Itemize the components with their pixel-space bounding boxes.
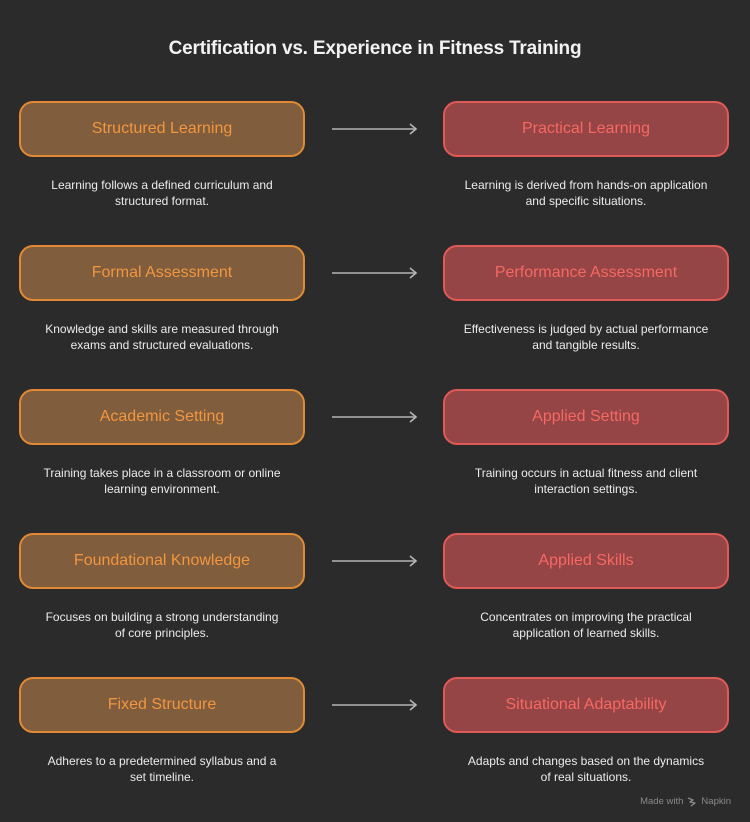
desc-line: and specific situations. <box>525 194 647 208</box>
experience-box: Performance Assessment <box>443 245 729 301</box>
experience-box: Situational Adaptability <box>443 677 729 733</box>
arrow-right-icon <box>332 267 418 279</box>
experience-box: Applied Skills <box>443 533 729 589</box>
arrow-right-icon <box>332 555 418 567</box>
desc-line: Adheres to a predetermined syllabus and … <box>47 754 277 768</box>
experience-description: Adapts and changes based on the dynamics… <box>443 753 729 785</box>
experience-box: Practical Learning <box>443 101 729 157</box>
comparison-row: Fixed Structure Situational Adaptability… <box>0 677 750 807</box>
comparison-row: Formal Assessment Performance Assessment… <box>0 245 750 375</box>
certification-box: Formal Assessment <box>19 245 305 301</box>
experience-description: Training occurs in actual fitness and cl… <box>443 465 729 497</box>
desc-line: Knowledge and skills are measured throug… <box>45 322 279 336</box>
comparison-row: Structured Learning Practical Learning L… <box>0 101 750 231</box>
desc-line: set timeline. <box>129 770 195 784</box>
made-with-napkin-badge[interactable]: Made with Napkin <box>640 796 731 807</box>
certification-description: Training takes place in a classroom or o… <box>19 465 305 497</box>
napkin-logo-icon <box>688 796 697 807</box>
comparison-row: Academic Setting Applied Setting Trainin… <box>0 389 750 519</box>
certification-box: Structured Learning <box>19 101 305 157</box>
certification-box: Academic Setting <box>19 389 305 445</box>
experience-description: Learning is derived from hands-on applic… <box>443 177 729 209</box>
desc-line: structured format. <box>114 194 210 208</box>
experience-description: Concentrates on improving the practical a… <box>443 609 729 641</box>
experience-description: Effectiveness is judged by actual perfor… <box>443 321 729 353</box>
comparison-row: Foundational Knowledge Applied Skills Fo… <box>0 533 750 663</box>
desc-line: of core principles. <box>114 626 210 640</box>
desc-line: and tangible results. <box>532 338 640 352</box>
arrow-right-icon <box>332 123 418 135</box>
desc-line: Effectiveness is judged by actual perfor… <box>463 322 709 336</box>
diagram-title: Certification vs. Experience in Fitness … <box>168 38 582 59</box>
made-with-label: Made with <box>640 796 684 807</box>
desc-line: interaction settings. <box>534 482 638 496</box>
arrow-right-icon <box>332 411 418 423</box>
certification-description: Focuses on building a strong understandi… <box>19 609 305 641</box>
desc-line: Learning follows a defined curriculum an… <box>51 178 273 192</box>
experience-box: Applied Setting <box>443 389 729 445</box>
arrow-right-icon <box>332 699 418 711</box>
desc-line: Training takes place in a classroom or o… <box>43 466 281 480</box>
napkin-brand-label: Napkin <box>701 796 731 807</box>
certification-description: Learning follows a defined curriculum an… <box>19 177 305 209</box>
desc-line: learning environment. <box>104 482 220 496</box>
desc-line: Focuses on building a strong understandi… <box>45 610 279 624</box>
desc-line: application of learned skills. <box>512 626 660 640</box>
desc-line: Learning is derived from hands-on applic… <box>464 178 708 192</box>
desc-line: of real situations. <box>540 770 632 784</box>
certification-description: Adheres to a predetermined syllabus and … <box>19 753 305 785</box>
certification-description: Knowledge and skills are measured throug… <box>19 321 305 353</box>
desc-line: Concentrates on improving the practical <box>480 610 692 624</box>
desc-line: Adapts and changes based on the dynamics <box>467 754 705 768</box>
desc-line: exams and structured evaluations. <box>70 338 254 352</box>
certification-box: Fixed Structure <box>19 677 305 733</box>
certification-box: Foundational Knowledge <box>19 533 305 589</box>
desc-line: Training occurs in actual fitness and cl… <box>474 466 698 480</box>
